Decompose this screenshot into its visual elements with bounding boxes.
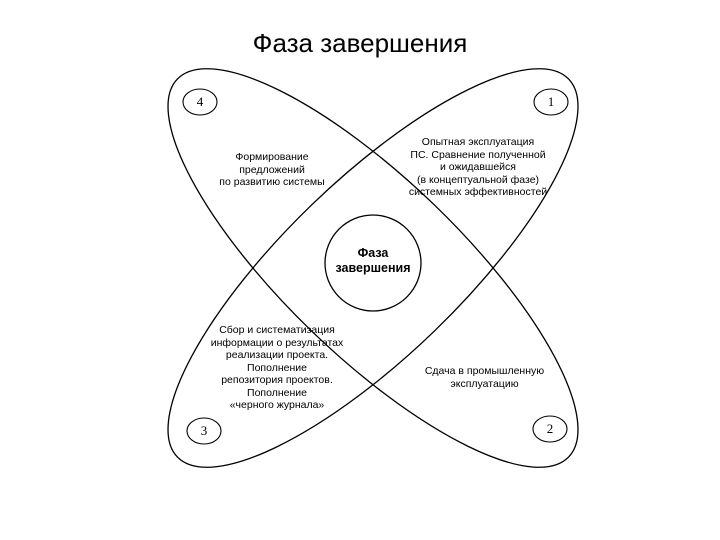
quadrant-3-text: Сбор и систематизация информации о резул…: [210, 324, 344, 411]
number-2: 2: [546, 421, 554, 436]
marker-3: [186, 417, 222, 445]
number-1: 1: [547, 94, 555, 109]
page-title: Фаза завершения: [252, 28, 468, 58]
marker-1: [533, 88, 569, 116]
ellipse-1-3: [167, 68, 579, 468]
center-label: Фаза завершения: [335, 246, 411, 275]
center-circle: [324, 214, 422, 312]
marker-2: [532, 415, 568, 443]
number-3: 3: [200, 423, 208, 438]
quadrant-2-text: Сдача в промышленную эксплуатацию: [424, 365, 545, 390]
quadrant-1-text: Опытная эксплуатация ПС. Сравнение получ…: [408, 136, 548, 198]
number-4: 4: [196, 94, 204, 109]
quadrant-4-text: Формирование предложений по развитию сис…: [219, 151, 325, 188]
ellipse-4-2: [167, 68, 579, 468]
marker-4: [182, 88, 218, 116]
